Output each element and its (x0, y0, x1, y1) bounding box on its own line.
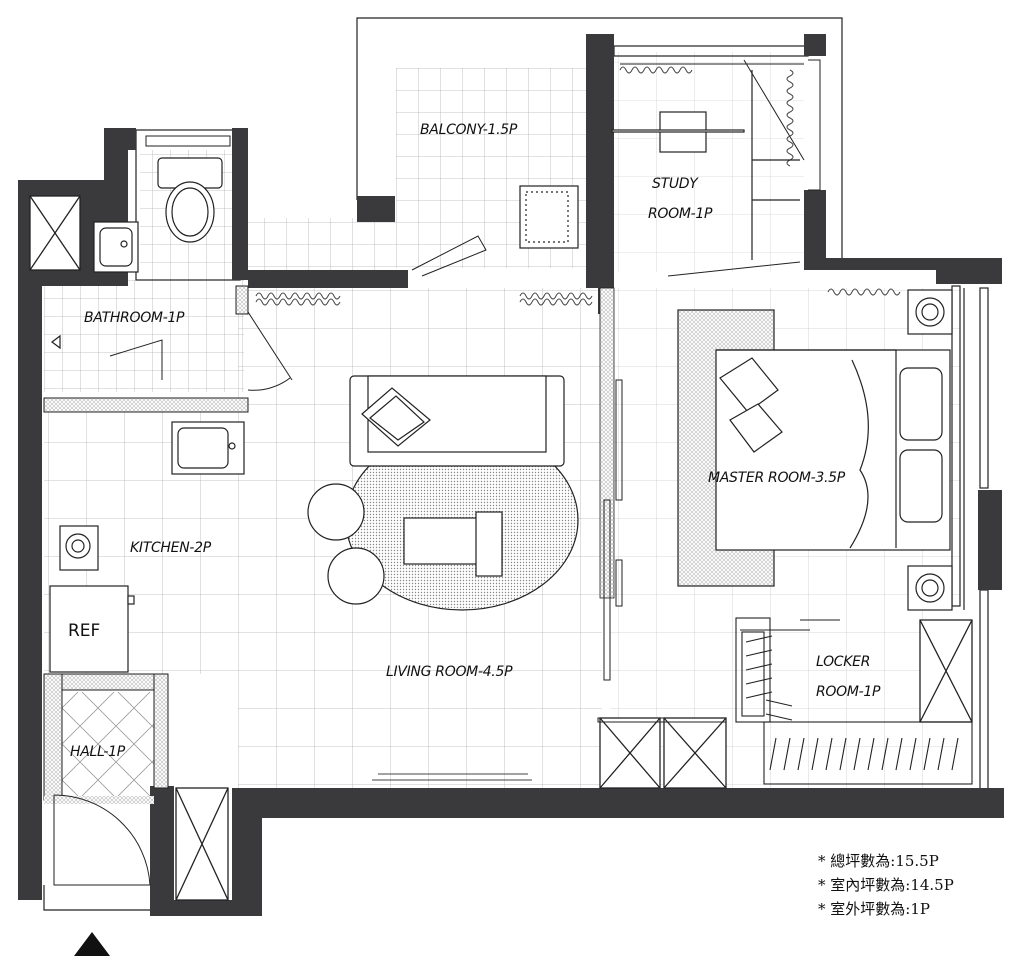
note-indoor-area: * 室內坪數為:14.5P (818, 876, 954, 894)
label-study-line2: ROOM-1P (648, 206, 713, 222)
balcony-study-furniture (519, 70, 800, 260)
living-furniture (307, 375, 579, 611)
shafts (29, 195, 973, 901)
tile-borders (43, 285, 615, 804)
label-living: LIVING ROOM-4.5P (386, 664, 513, 680)
master-furniture (677, 289, 953, 611)
note-total-area: * 總坪數為:15.5P (818, 852, 939, 870)
doors (53, 59, 805, 886)
label-balcony: BALCONY-1.5P (420, 122, 518, 138)
locker-furniture (735, 617, 973, 785)
label-hall: HALL-1P (70, 744, 126, 760)
label-bathroom: BATHROOM-1P (84, 310, 185, 326)
label-ref: REF (68, 621, 100, 641)
label-study-line1: STUDY (652, 176, 699, 192)
label-kitchen: KITCHEN-2P (130, 540, 212, 556)
bathroom-fixtures (51, 157, 223, 350)
note-outdoor-area: * 室外坪數為:1P (818, 900, 930, 918)
north-arrow-icon (74, 932, 110, 956)
label-locker-line2: ROOM-1P (816, 684, 881, 700)
curtains (255, 66, 901, 781)
label-master: MASTER ROOM-3.5P (708, 470, 846, 486)
windows (145, 59, 821, 191)
label-locker-line1: LOCKER (816, 654, 870, 670)
kitchen-fixtures (49, 421, 245, 673)
